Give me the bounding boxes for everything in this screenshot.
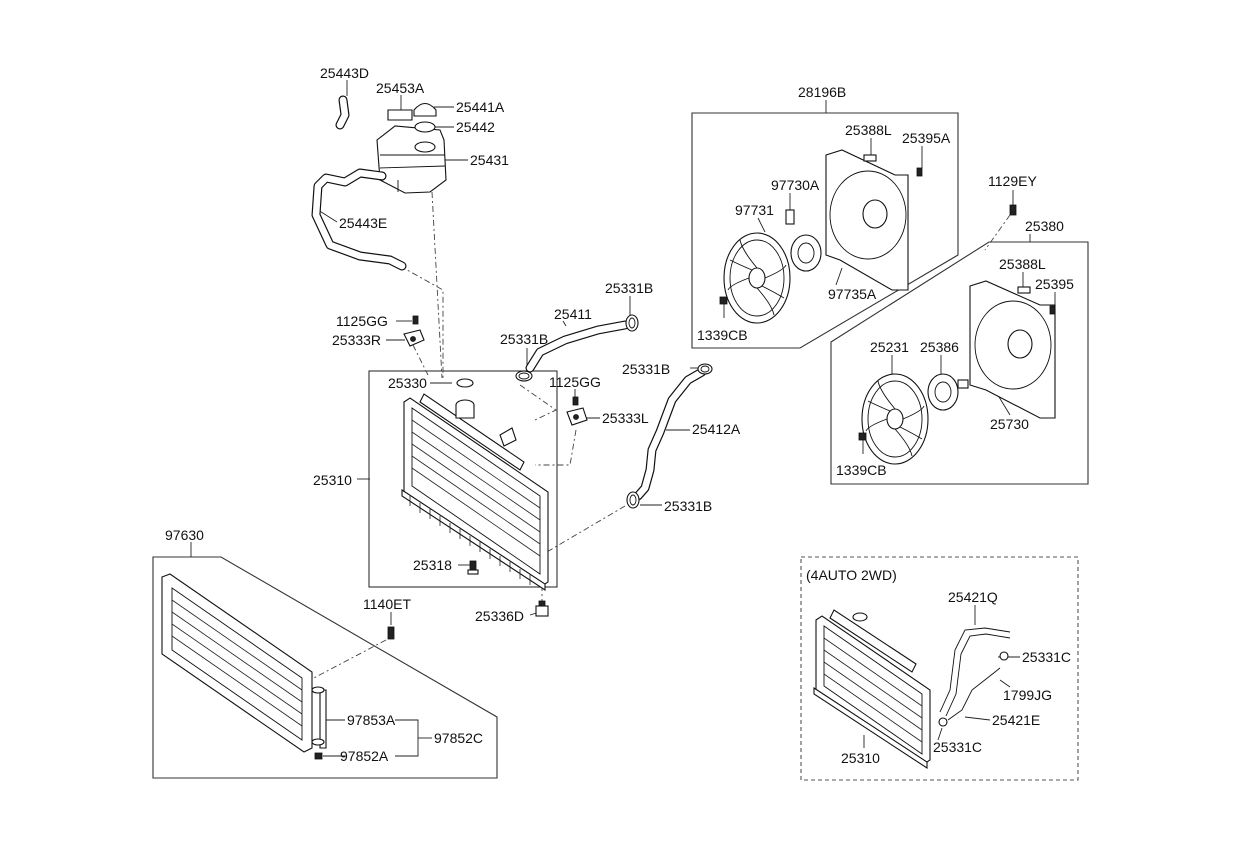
bracket-dash-left	[412, 344, 429, 376]
part-label: 25388L	[999, 256, 1046, 272]
part-label: 25388L	[845, 122, 892, 138]
part-label: 97735A	[828, 286, 877, 302]
part-label: 25441A	[456, 99, 505, 115]
coolant-reservoir-icon	[376, 102, 447, 194]
part-label: 25443E	[339, 215, 387, 231]
lower-hose-dash	[539, 505, 626, 557]
hose-clamp-icon-d	[626, 491, 640, 509]
condenser-bolt-dash	[309, 639, 387, 681]
part-label: 28196B	[798, 84, 846, 100]
part-label: 25380	[1025, 218, 1064, 234]
fan-shroud-icon-right	[969, 280, 1056, 419]
part-label: 97853A	[347, 712, 396, 728]
part-label: 25730	[990, 416, 1029, 432]
part-label: 1125GG	[549, 374, 601, 390]
radiator-icon-inset	[813, 609, 931, 770]
part-label: 25421Q	[948, 589, 998, 605]
bolt-icon-1125gg-mid	[572, 396, 579, 406]
hose-clamp-icon-c	[697, 363, 713, 375]
part-label: 25411	[554, 306, 592, 322]
cap-icon-97852a	[314, 752, 323, 760]
bracket-icon-25333l	[566, 407, 588, 426]
upper-hose-dash	[519, 384, 557, 421]
bolt-icon-1125gg-left	[412, 315, 419, 325]
part-label: 25431	[470, 152, 509, 168]
part-label: 25453A	[376, 80, 425, 96]
radiator-icon-main	[401, 378, 549, 592]
part-label: 1129EY	[988, 173, 1037, 189]
part-label: 25330	[388, 375, 427, 391]
cooling-fan-icon-right	[861, 373, 929, 465]
group-caption: (4AUTO 2WD)	[806, 567, 897, 583]
part-label: 25421E	[992, 712, 1040, 728]
part-label: 25318	[413, 557, 452, 573]
fan-shroud-icon-left	[825, 149, 909, 291]
lower-hose-icon-25412a	[633, 367, 707, 501]
fan-bolt-dash	[984, 214, 1011, 251]
part-label: 25333L	[602, 410, 649, 426]
label-icon-25388l-a	[863, 154, 877, 162]
hose-clamp-icon-25331c-b	[938, 717, 948, 727]
hose-to-bracket-dash	[399, 265, 444, 378]
4auto-2wd-group-frame	[800, 556, 1079, 781]
oil-cooler-hose-icon	[939, 627, 1011, 721]
condenser-group-frame	[152, 556, 498, 779]
condenser-icon	[161, 573, 327, 753]
part-label: 25412A	[692, 421, 741, 437]
bolt-icon-25318	[467, 560, 479, 575]
part-label: 25443D	[320, 65, 369, 81]
upper-hose-icon-25411	[525, 320, 630, 373]
part-label: 25395A	[902, 130, 951, 146]
left-fan-group-frame	[691, 112, 959, 349]
drain-plug-icon-25336d	[535, 600, 549, 617]
part-label: 25331B	[622, 361, 670, 377]
nut-icon-1339cb-a	[719, 296, 728, 305]
part-labels: 25443D 25453A 25441A 25442 25431 25443E …	[165, 65, 1074, 766]
hose-clamp-icon-b	[515, 370, 533, 382]
part-label: 97852A	[340, 748, 389, 764]
part-label: 1125GG	[336, 313, 388, 329]
part-label: 25331B	[605, 280, 653, 296]
reservoir-to-radiator-dash	[431, 191, 443, 379]
part-label: 1140ET	[363, 596, 411, 612]
part-label: 25442	[456, 119, 495, 135]
bracket-icon-25333r	[403, 329, 425, 347]
part-label: 25395	[1035, 276, 1074, 292]
bolt-icon-1129ey	[1009, 204, 1017, 216]
bolt-icon-1140et	[387, 626, 395, 640]
hose-clamp-icon-25331c-a	[999, 651, 1009, 661]
reservoir-hose-icon	[311, 168, 407, 271]
right-fan-group-frame	[830, 241, 1089, 485]
part-label: 97731	[735, 202, 774, 218]
part-label: 25310	[841, 750, 880, 766]
cooling-fan-icon-left	[723, 232, 791, 324]
part-label: 25231	[870, 339, 909, 355]
bolt-icon-25395	[1049, 305, 1056, 315]
fan-motor-icon-right	[927, 373, 969, 411]
part-label: 25331C	[1022, 649, 1071, 665]
part-label: 25310	[313, 472, 352, 488]
part-label: 1339CB	[697, 327, 748, 343]
label-icon-25388l-b	[1017, 286, 1031, 294]
part-label: 25333R	[332, 332, 381, 348]
part-label: 1799JG	[1003, 687, 1052, 703]
bracket-dash-right	[535, 429, 577, 466]
part-label: 25386	[920, 339, 959, 355]
part-label: 25331B	[500, 331, 548, 347]
part-label: 25336D	[475, 608, 524, 624]
bolt-icon-25395a	[916, 167, 923, 177]
fan-motor-icon-left	[785, 209, 822, 272]
part-label: 25331B	[664, 498, 712, 514]
hose-clamp-icon-a	[625, 314, 639, 332]
part-label: 97730A	[771, 177, 820, 193]
part-label: 97852C	[434, 730, 483, 746]
overflow-hose-small	[335, 95, 350, 130]
part-label: 25331C	[933, 739, 982, 755]
part-label: 97630	[165, 527, 204, 543]
nut-icon-1339cb-b	[858, 432, 867, 441]
part-label: 1339CB	[836, 462, 887, 478]
